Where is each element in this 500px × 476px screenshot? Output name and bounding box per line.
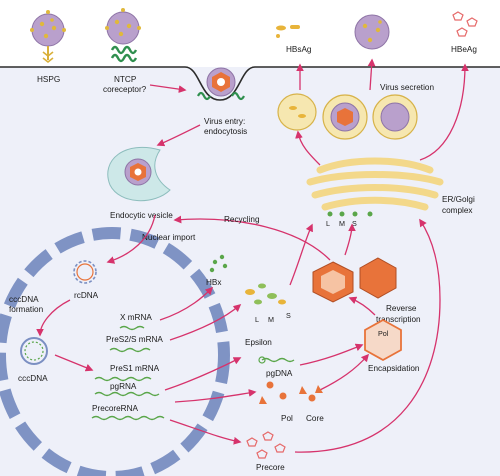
m-label-surface: M — [268, 315, 274, 324]
virion-hspg — [30, 10, 66, 64]
epsilon-label: Epsilon — [245, 338, 272, 347]
transcription-label: transcription — [376, 315, 421, 324]
endocytosis-label: endocytosis — [204, 127, 247, 136]
pres1-mrna-strand — [94, 376, 152, 382]
precore-rna-strand — [91, 415, 165, 421]
pres2s-mrna-strand — [109, 347, 151, 353]
s-label-surface: S — [286, 311, 291, 320]
l-label-surface: L — [255, 315, 259, 324]
virus-secretion-label: Virus secretion — [380, 83, 434, 92]
arrow-to-virion-secreted — [367, 58, 376, 91]
s-label-golgi: S — [352, 219, 357, 228]
arrow-mrna-to-surface — [169, 303, 242, 341]
cccdna-formation-label-1: cccDNA — [9, 295, 39, 304]
recycling-label: Recycling — [224, 215, 260, 224]
hbeag-label: HBeAg — [451, 45, 477, 54]
pres1-mrna-label: PreS1 mRNA — [110, 364, 160, 373]
vesicle-virion-2 — [372, 94, 418, 140]
coreceptor-label: coreceptor? — [103, 85, 147, 94]
arrow-capsid-to-golgi — [344, 223, 356, 256]
hspg-label: HSPG — [37, 75, 60, 84]
arrow-rcdna-to-cccdna — [36, 299, 71, 337]
cell-interior — [0, 67, 500, 476]
arrow-pgdna-to-encapsidation — [299, 343, 364, 366]
nuclear-import-label: Nuclear import — [142, 233, 196, 242]
capsid-encapsidation — [364, 318, 402, 362]
complex-label: complex — [442, 206, 473, 215]
hbx-label: HBx — [206, 278, 221, 287]
arrow-ntcp-to-entry — [149, 84, 187, 93]
pgrna-strand — [94, 391, 160, 397]
vesicle-hbsag — [277, 93, 317, 131]
precore-label: Precore — [256, 463, 285, 472]
core-label: Core — [306, 414, 324, 423]
virion-ntcp — [105, 8, 141, 63]
nucleus — [0, 227, 230, 476]
precore-rna-label: PrecoreRNA — [92, 404, 138, 413]
pol-core-proteins — [259, 381, 323, 404]
arrow-pgrna-to-pol-core — [174, 389, 257, 403]
hbeag-secreted — [452, 11, 478, 37]
pgdna-strand — [258, 356, 295, 364]
l-label-golgi: L — [326, 219, 330, 228]
rcdna — [73, 260, 97, 284]
pol-label: Pol — [281, 414, 293, 423]
rcdna-label: rcDNA — [74, 291, 99, 300]
arrow-to-hbeag — [419, 63, 469, 161]
arrow-x-mrna-to-hbx — [159, 286, 214, 321]
arrow-nuclear-import — [106, 214, 156, 264]
cccdna — [20, 337, 48, 365]
capsid-reverse-transcription — [312, 257, 397, 303]
arrow-pgrna-to-epsilon — [164, 357, 242, 391]
x-mrna-strand — [119, 325, 145, 331]
er-golgi-label: ER/Golgi — [442, 195, 475, 204]
pgdna-label: pgDNA — [266, 369, 293, 378]
hbsag-secreted — [276, 25, 300, 38]
vesicle-virion-1 — [322, 94, 368, 140]
x-mrna-label: X mRNA — [120, 313, 152, 322]
precore-proteins — [246, 431, 286, 459]
virus-entry-label: Virus entry: — [204, 117, 245, 126]
ntcp-label: NTCP — [114, 75, 137, 84]
arrow-recycling — [173, 215, 331, 261]
er-golgi-complex — [306, 157, 444, 217]
pol-capsid-label: Pol — [378, 329, 389, 338]
hbsag-label: HBsAg — [286, 45, 312, 54]
plasma-membrane — [0, 66, 500, 101]
cccdna-formation-label-2: formation — [9, 305, 44, 314]
endocytic-vesicle — [107, 146, 171, 202]
pres2s-mrna-label: PreS2/S mRNA — [106, 335, 163, 344]
arrow-cccdna-to-mrnas — [54, 354, 94, 372]
arrow-core-to-encapsidation — [319, 353, 370, 391]
arrow-precore-to-golgi — [294, 218, 441, 453]
arrow-golgi-to-vesicles — [295, 130, 321, 166]
reverse-label: Reverse — [386, 304, 417, 313]
hbx-particles — [209, 254, 228, 273]
virion-entering — [197, 67, 245, 101]
arrow-encapsidation-to-rt — [348, 296, 376, 316]
arrow-surface-to-golgi — [289, 223, 313, 286]
pgrna-label: pgRNA — [110, 382, 137, 391]
surface-proteins — [245, 283, 286, 305]
cccdna-label: cccDNA — [18, 374, 48, 383]
virion-secreted — [354, 14, 390, 50]
encapsidation-label: Encapsidation — [368, 364, 420, 373]
arrow-precore-rna-to-precore — [169, 419, 242, 445]
endocytic-vesicle-label: Endocytic vesicle — [110, 211, 173, 220]
m-label-golgi: M — [339, 219, 345, 228]
arrow-entry-to-vesicle — [156, 124, 201, 147]
